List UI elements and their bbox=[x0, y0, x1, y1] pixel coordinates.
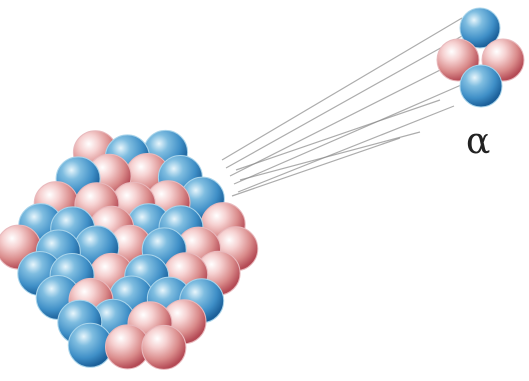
alpha-particle bbox=[437, 8, 524, 107]
track-line bbox=[238, 106, 454, 192]
proton bbox=[142, 325, 186, 369]
alpha-symbol-label: α bbox=[466, 124, 490, 160]
emission-tracks bbox=[222, 18, 468, 196]
track-line bbox=[232, 138, 400, 196]
heavy-nucleus bbox=[0, 130, 258, 369]
neutron bbox=[460, 65, 502, 107]
track-line bbox=[240, 132, 420, 180]
track-line bbox=[226, 36, 462, 168]
track-line bbox=[230, 58, 464, 176]
track-line bbox=[234, 82, 468, 184]
track-line bbox=[222, 18, 462, 160]
